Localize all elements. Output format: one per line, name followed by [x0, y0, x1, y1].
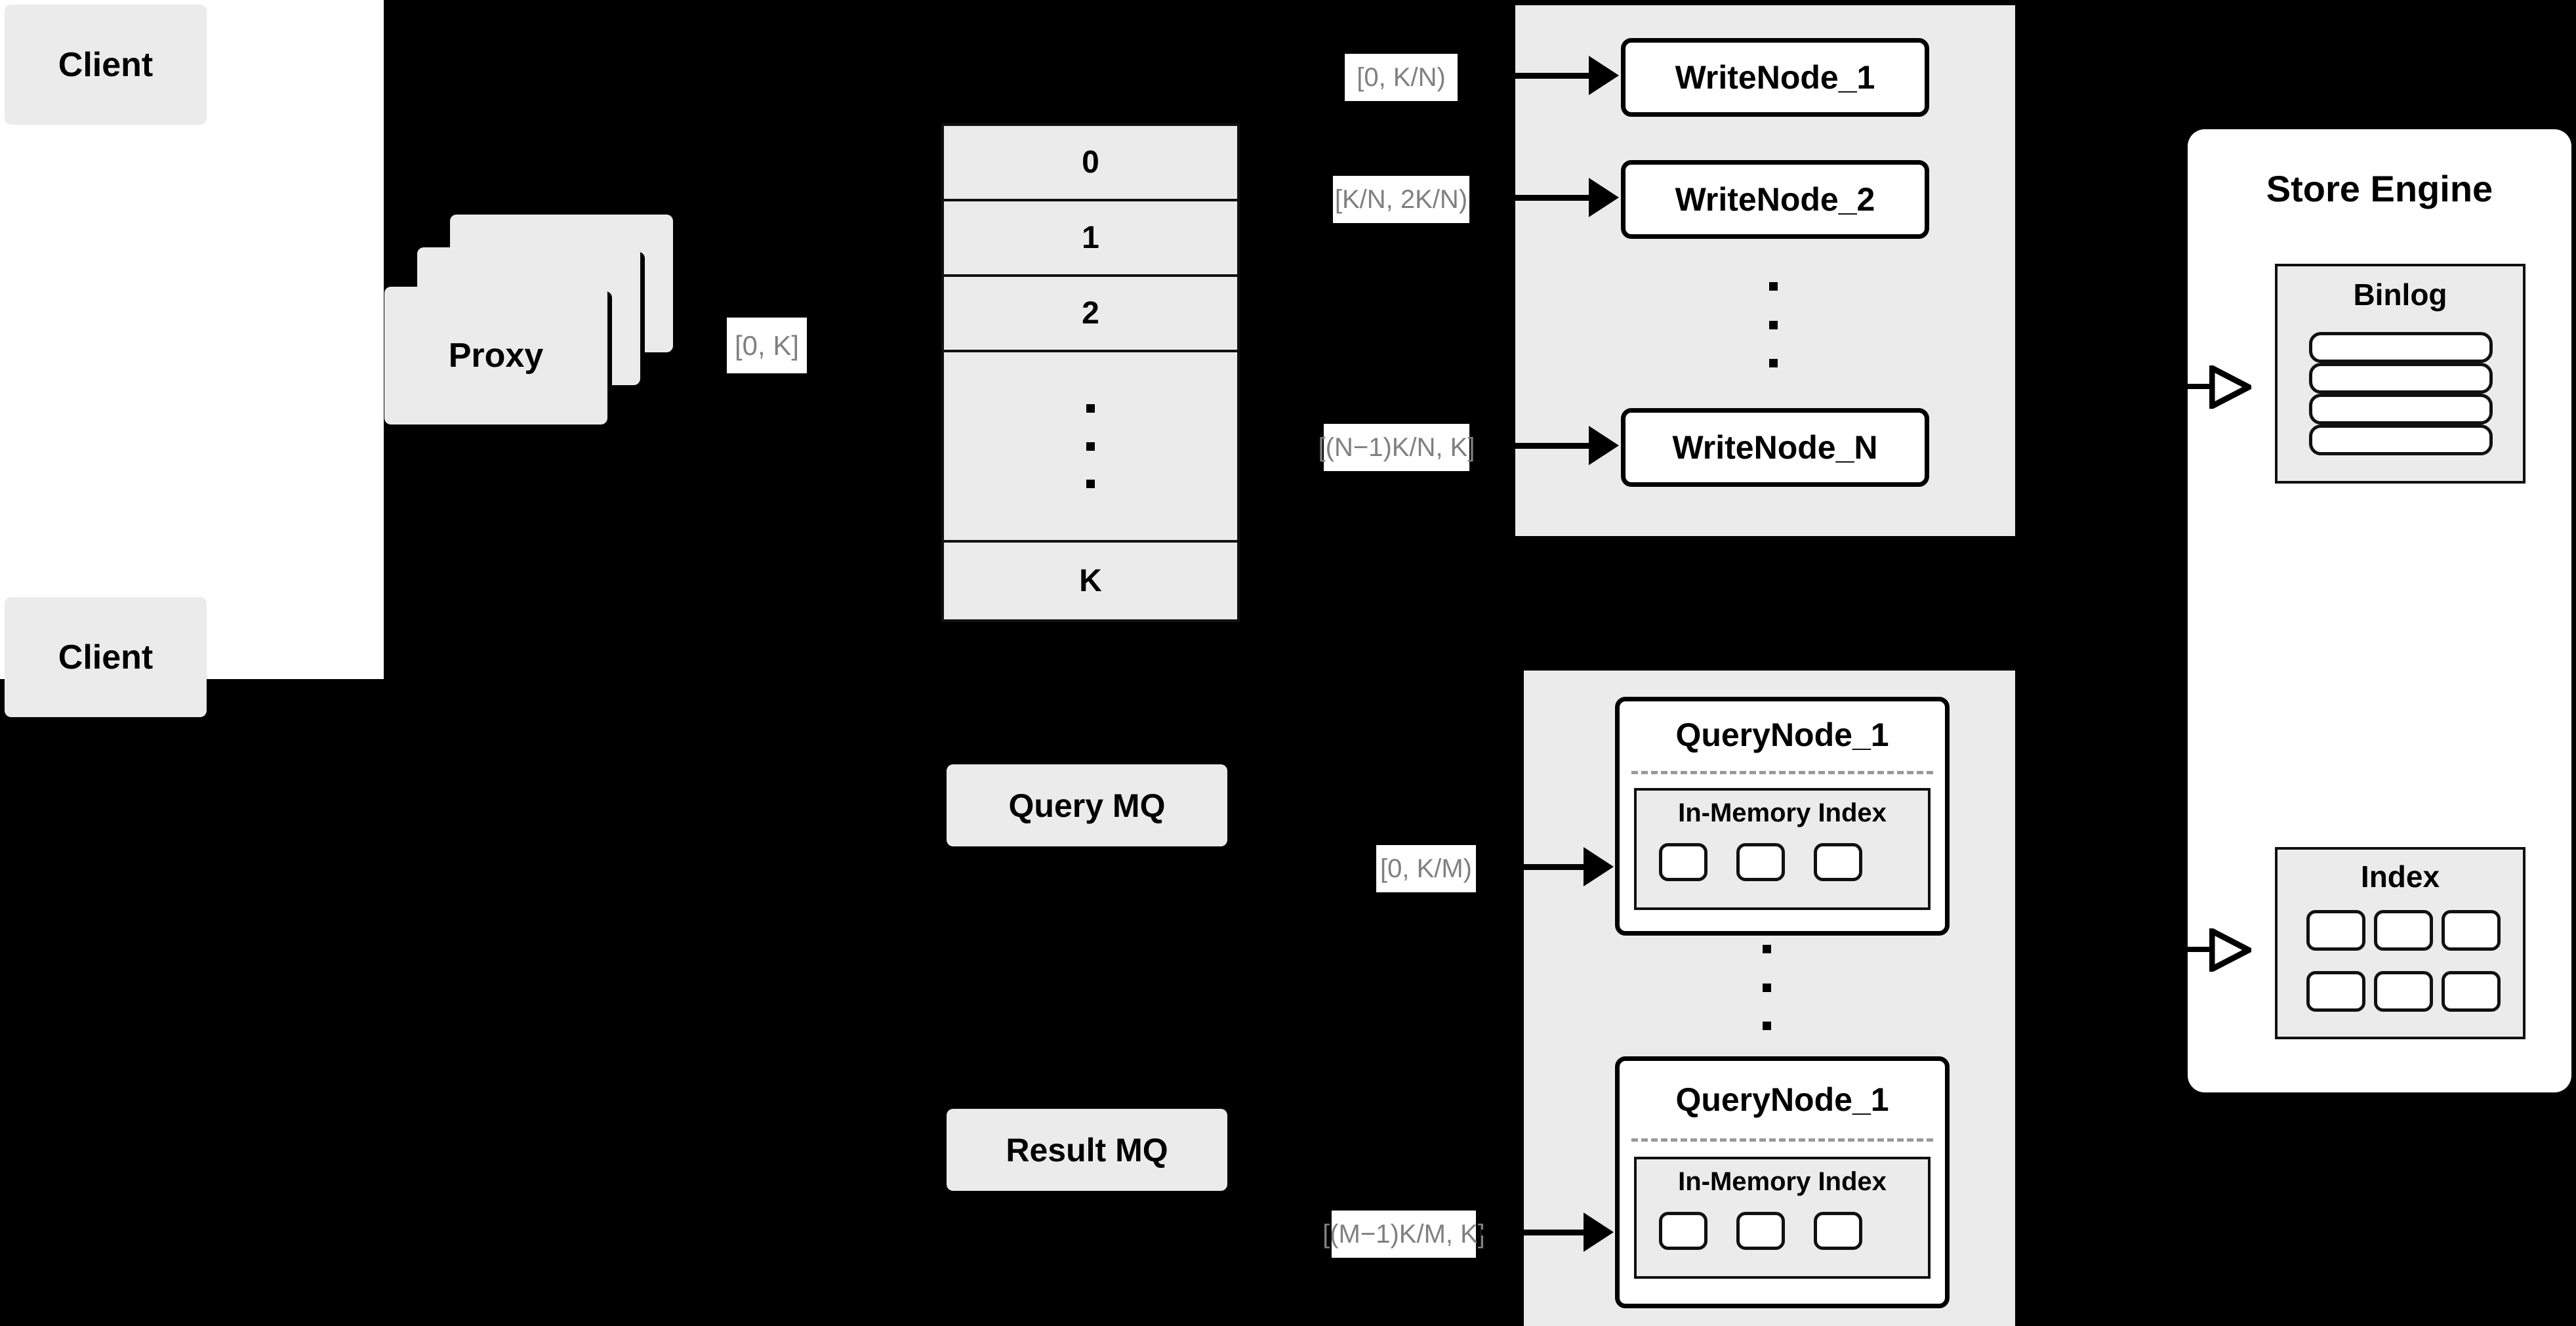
edge-line-querynode-1 [1481, 864, 1586, 870]
wal-entry-1: 1 [944, 201, 1237, 277]
edge-label-writenode-2: [K/N, 2K/N) [1333, 176, 1469, 223]
binlog-panel: Binlog [2275, 264, 2525, 484]
arrow-querynode-1 [1584, 847, 1614, 886]
wal-entry-list: 0 1 2 K [941, 123, 1240, 622]
write-node-1[interactable]: WriteNode_1 [1621, 38, 1929, 117]
arrow-writenode-1 [1589, 56, 1619, 95]
query-node-ellipsis [1760, 945, 1773, 1030]
arrow-open-binlog [2209, 365, 2251, 409]
wal-vertical-ellipsis [1086, 404, 1095, 488]
write-node-ellipsis [1767, 282, 1780, 367]
index-cell-2 [2374, 910, 2433, 951]
query-node-1-index-label: In-Memory Index [1678, 798, 1887, 827]
wal-entry-0: 0 [944, 126, 1237, 201]
binlog-row-2 [2309, 363, 2493, 394]
wal-title: WAL [1048, 37, 1133, 79]
index-cell-4 [2306, 971, 2365, 1012]
binlog-row-4 [2309, 425, 2493, 455]
query-mq-box: Query MQ [947, 764, 1227, 846]
write-node-n[interactable]: WriteNode_N [1621, 408, 1929, 487]
query-node-1-label: QueryNode_1 [1675, 716, 1889, 753]
index-cell-1 [2306, 910, 2365, 951]
edge-line-to-index [2184, 947, 2212, 952]
write-node-2[interactable]: WriteNode_2 [1621, 160, 1929, 239]
query-node-m-index-segment-3 [1814, 1212, 1862, 1250]
query-node-m-separator [1631, 1138, 1933, 1142]
query-node-m-index-segment-1 [1659, 1212, 1707, 1250]
store-engine-title: Store Engine [2266, 168, 2493, 209]
edge-label-querynode-m: [(M−1)K/M, K] [1322, 1211, 1485, 1258]
index-panel: Index [2275, 847, 2525, 1039]
index-cell-5 [2374, 971, 2433, 1012]
edge-line-to-binlog [2184, 384, 2212, 389]
client-box-1: Client [5, 5, 207, 125]
result-mq-box: Result MQ [947, 1109, 1227, 1191]
client-label-2: Client [58, 638, 153, 676]
query-node-m-label: QueryNode_1 [1675, 1081, 1889, 1118]
arrow-open-index [2209, 928, 2251, 972]
proxy-card-front: Proxy [384, 287, 607, 425]
binlog-row-1 [2309, 332, 2493, 363]
index-cell-6 [2442, 971, 2501, 1012]
edge-label-querynode-1: [0, K/M) [1376, 845, 1476, 892]
query-node-1-index-segment-1 [1659, 843, 1707, 881]
query-node-m-index-segment-2 [1736, 1212, 1785, 1250]
index-cell-3 [2442, 910, 2501, 951]
query-node-m-inmemory-index: In-Memory Index [1634, 1157, 1931, 1279]
wal-entry-ellipsis [944, 352, 1237, 543]
query-node-1[interactable]: QueryNode_1 In-Memory Index [1615, 697, 1950, 936]
arrow-writenode-n [1589, 426, 1619, 465]
edge-label-writenode-1: [0, K/N) [1345, 54, 1458, 101]
edge-line-writenode-1 [1463, 73, 1591, 79]
query-node-m-index-label: In-Memory Index [1678, 1167, 1887, 1196]
wal-entry-2: 2 [944, 277, 1237, 352]
edge-label-writenode-n: [(N−1)K/N, K] [1319, 424, 1475, 471]
proxy-label: Proxy [448, 337, 544, 375]
client-label-1: Client [58, 45, 153, 84]
edge-line-writenode-n [1475, 443, 1591, 449]
client-box-2: Client [5, 597, 207, 717]
query-node-1-inmemory-index: In-Memory Index [1634, 788, 1931, 910]
query-node-1-index-segment-2 [1736, 843, 1785, 881]
query-node-m[interactable]: QueryNode_1 In-Memory Index [1615, 1056, 1950, 1308]
query-node-1-separator [1631, 771, 1933, 774]
result-mq-label: Result MQ [1006, 1131, 1168, 1169]
query-node-1-index-segment-3 [1814, 843, 1862, 881]
wal-entry-k: K [1079, 564, 1102, 598]
binlog-title: Binlog [2353, 278, 2447, 312]
edge-line-writenode-2 [1475, 195, 1591, 201]
edge-label-proxy-to-wal: [0, K] [727, 318, 807, 373]
query-mq-label: Query MQ [1008, 787, 1166, 824]
binlog-row-3 [2309, 394, 2493, 425]
write-node-2-label: WriteNode_2 [1675, 181, 1875, 218]
edge-line-querynode-m [1481, 1230, 1586, 1235]
arrow-writenode-2 [1589, 178, 1619, 217]
index-title: Index [2360, 860, 2440, 894]
write-node-1-label: WriteNode_1 [1675, 59, 1875, 96]
arrow-querynode-m [1584, 1212, 1614, 1252]
write-node-n-label: WriteNode_N [1672, 429, 1878, 466]
